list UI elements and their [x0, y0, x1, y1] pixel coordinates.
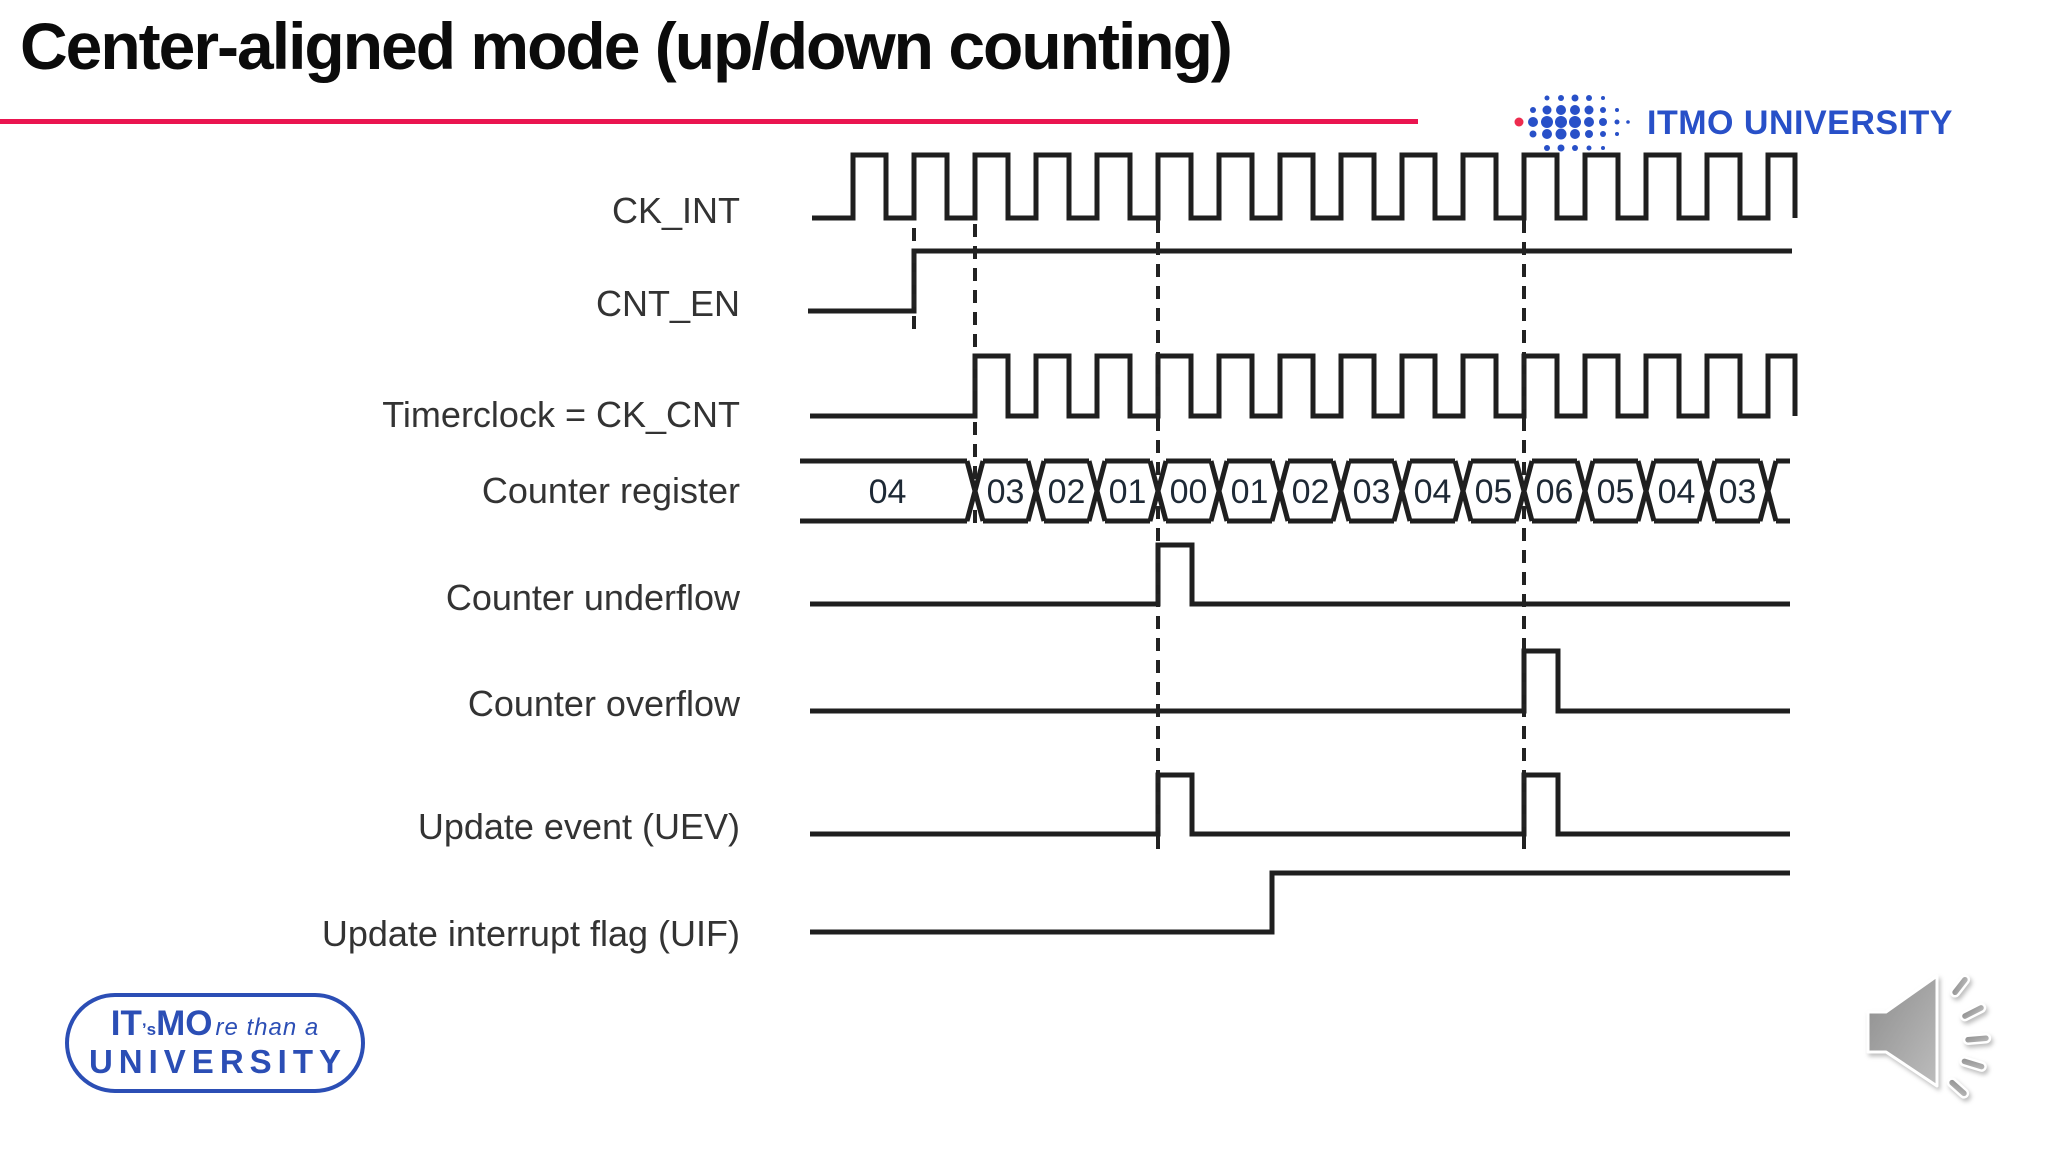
signal-label-counter-overflow: Counter overflow: [468, 683, 741, 724]
title-underline: [0, 119, 1418, 124]
itmo-dots-icon: [1514, 94, 1630, 152]
update-event-wave: [810, 772, 1790, 837]
counter-value: 01: [1231, 473, 1269, 511]
counter-value: 03: [1353, 473, 1391, 511]
footer-logo-line2: UNIVERSITY: [88, 1043, 348, 1081]
counter-overflow-wave: [810, 648, 1790, 714]
itmo-university-logo: ITMO UNIVERSITY: [1513, 92, 1953, 154]
sound-waves: [1946, 974, 1992, 1099]
signal-label-cnt-en: CNT_EN: [596, 283, 740, 324]
signal-label-counter-underflow: Counter underflow: [446, 577, 741, 618]
ck-cnt-wave: [810, 353, 1798, 419]
counter-value: 05: [1475, 473, 1513, 511]
itmo-logo-text: ITMO UNIVERSITY: [1647, 103, 1953, 142]
signal-label-update-event: Update event (UEV): [418, 806, 740, 847]
counter-value: 03: [1719, 473, 1757, 511]
signal-label-ck-int: CK_INT: [612, 190, 740, 231]
counter-value: 05: [1597, 473, 1635, 511]
signal-label-ck-cnt: Timerclock = CK_CNT: [382, 394, 740, 435]
counter-value: 01: [1109, 473, 1147, 511]
slide-title: Center-aligned mode (up/down counting): [20, 9, 1233, 83]
cnt-en-wave: [808, 248, 1792, 314]
counter-value: 04: [1658, 473, 1696, 511]
signal-label-counter-register: Counter register: [482, 470, 740, 511]
update-interrupt-flag-wave: [810, 870, 1790, 935]
signal-label-update-interrupt-flag: Update interrupt flag (UIF): [322, 913, 740, 954]
counter-value: 02: [1292, 473, 1330, 511]
audio-speaker-icon[interactable]: [1860, 960, 2048, 1110]
counter-underflow-wave: [810, 542, 1790, 607]
counter-value: 06: [1536, 473, 1574, 511]
counter-register-wave: [800, 458, 1790, 524]
counter-value: 00: [1170, 473, 1208, 511]
speaker-body: [1866, 974, 1939, 1088]
ck-int-wave: [812, 152, 1798, 221]
counter-value: 02: [1048, 473, 1086, 511]
counter-value: 04: [869, 473, 907, 511]
counter-value: 04: [1414, 473, 1452, 511]
counter-value: 03: [987, 473, 1025, 511]
